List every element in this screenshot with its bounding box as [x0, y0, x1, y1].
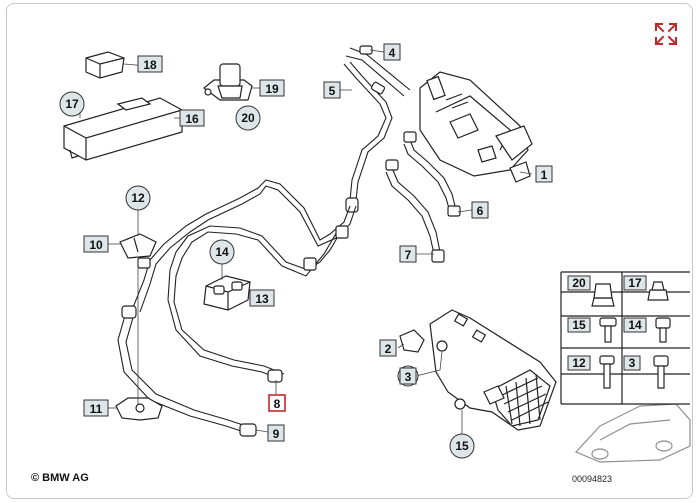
panel-callout-14[interactable]: 14 — [623, 317, 647, 333]
svg-text:8: 8 — [274, 397, 281, 411]
svg-text:14: 14 — [628, 318, 642, 332]
svg-text:17: 17 — [65, 97, 79, 111]
callout-19[interactable]: 19 — [259, 79, 285, 97]
callout-6[interactable]: 6 — [471, 201, 489, 219]
part-18-pad — [85, 51, 125, 79]
callout-14[interactable]: 14 — [209, 239, 235, 265]
svg-text:9: 9 — [273, 427, 280, 441]
svg-text:3: 3 — [629, 356, 636, 370]
callout-1[interactable]: 1 — [535, 165, 553, 183]
svg-text:13: 13 — [255, 292, 269, 306]
callouts: 1 2 3 4 5 6 7 8 — [59, 43, 647, 459]
part-10-bracket — [119, 233, 157, 269]
callout-13[interactable]: 13 — [249, 289, 275, 307]
part-15-bracket — [399, 309, 557, 431]
panel-callout-17[interactable]: 17 — [623, 275, 647, 291]
svg-text:12: 12 — [131, 191, 145, 205]
brake-lines — [131, 179, 357, 383]
svg-text:14: 14 — [215, 245, 229, 259]
panel-callout-15[interactable]: 15 — [567, 317, 591, 333]
part-11-bracket — [115, 397, 163, 421]
callout-8[interactable]: 8 — [268, 394, 286, 412]
diagram-number: 00094823 — [572, 474, 613, 484]
svg-text:11: 11 — [90, 402, 103, 416]
callout-18[interactable]: 18 — [137, 55, 163, 73]
callout-20[interactable]: 20 — [235, 105, 261, 131]
callout-3-bracket[interactable]: 3 — [397, 365, 419, 387]
callout-4[interactable]: 4 — [383, 43, 401, 61]
svg-text:4: 4 — [389, 46, 396, 60]
svg-text:17: 17 — [628, 276, 642, 290]
car-thumbnail — [574, 403, 691, 463]
svg-text:3: 3 — [405, 370, 412, 384]
svg-text:1: 1 — [541, 168, 548, 182]
svg-text:7: 7 — [405, 248, 412, 262]
expand-arrows-icon[interactable] — [654, 22, 678, 46]
svg-text:5: 5 — [329, 84, 336, 98]
callout-7[interactable]: 7 — [399, 245, 417, 263]
svg-text:15: 15 — [455, 439, 469, 453]
svg-text:15: 15 — [572, 318, 586, 332]
callout-10[interactable]: 10 — [83, 235, 109, 253]
part-4-5-pipes — [343, 45, 411, 213]
callout-16[interactable]: 16 — [179, 109, 205, 127]
callout-12[interactable]: 12 — [125, 185, 151, 211]
svg-text:19: 19 — [265, 82, 279, 96]
svg-text:20: 20 — [241, 111, 255, 125]
panel-callout-12[interactable]: 12 — [567, 355, 591, 371]
callout-15-bracket[interactable]: 15 — [449, 433, 475, 459]
callout-2[interactable]: 2 — [379, 339, 397, 357]
part-19-bracket — [203, 63, 253, 101]
svg-text:18: 18 — [143, 58, 157, 72]
svg-text:6: 6 — [477, 204, 484, 218]
panel-callout-20[interactable]: 20 — [567, 275, 591, 291]
leader-lines — [79, 49, 533, 438]
part-6-hose — [403, 131, 461, 217]
svg-text:16: 16 — [185, 112, 199, 126]
svg-text:12: 12 — [572, 356, 586, 370]
callout-5[interactable]: 5 — [323, 81, 341, 99]
copyright-text: © BMW AG — [31, 472, 89, 484]
svg-text:2: 2 — [385, 342, 392, 356]
svg-text:10: 10 — [89, 238, 103, 252]
callout-11[interactable]: 11 — [83, 399, 109, 417]
part-16-control-unit — [63, 97, 183, 161]
part-7-hose — [385, 159, 445, 263]
panel-callout-3[interactable]: 3 — [623, 355, 641, 371]
callout-17[interactable]: 17 — [59, 91, 85, 117]
svg-text:20: 20 — [572, 276, 586, 290]
part-13-block — [203, 275, 251, 311]
fastener-panel — [560, 271, 690, 405]
part-1-hydraulic-unit — [419, 71, 533, 183]
callout-9[interactable]: 9 — [267, 424, 285, 442]
